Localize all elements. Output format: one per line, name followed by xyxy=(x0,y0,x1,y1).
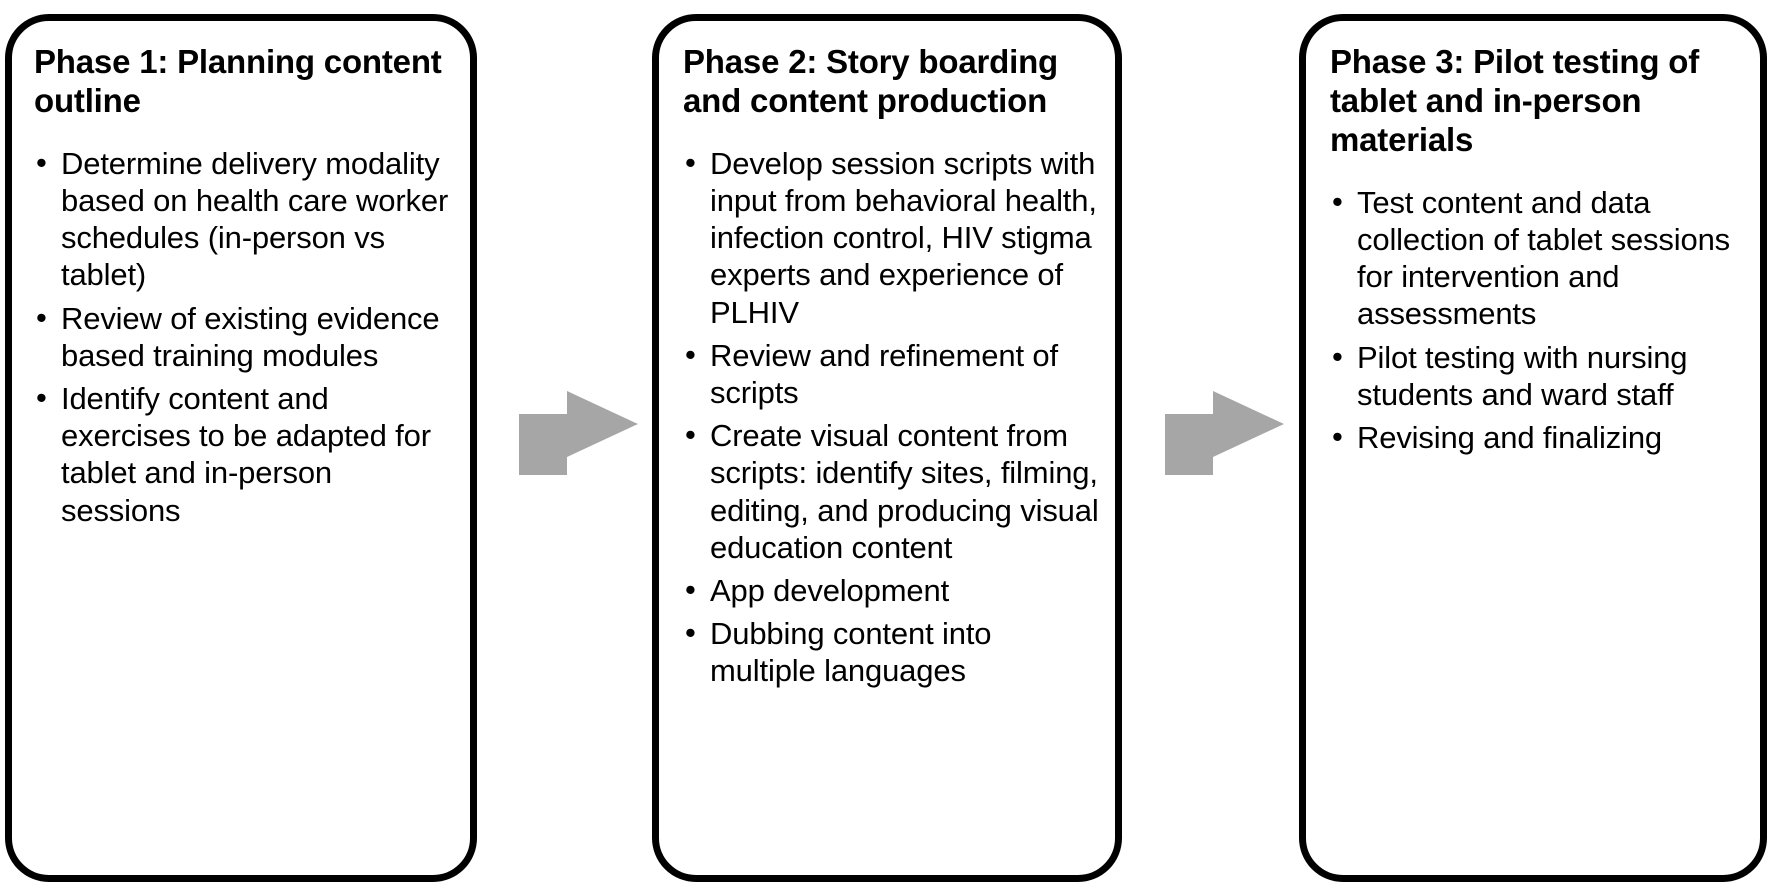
phase-2-bullet-3: Create visual content from scripts: iden… xyxy=(683,416,1101,566)
phase-1-bullet-3: Identify content and exercises to be ada… xyxy=(34,379,452,529)
phase-2-content: Phase 2: Story boarding and content prod… xyxy=(659,21,1115,706)
phase-2-title: Phase 2: Story boarding and content prod… xyxy=(683,43,1058,119)
phase-box-1: Phase 1: Planning content outline Determ… xyxy=(5,14,477,882)
phase-3-title: Phase 3: Pilot testing of tablet and in-… xyxy=(1330,43,1700,158)
phase-1-title: Phase 1: Planning content outline xyxy=(34,43,442,119)
phase-1-bullet-1: Determine delivery modality based on hea… xyxy=(34,144,452,294)
phase-2-bullet-1: Develop session scripts with input from … xyxy=(683,144,1101,331)
phase-2-bullet-2: Review and refinement of scripts xyxy=(683,336,1101,411)
arrow-right-icon-phase1-to-phase2 xyxy=(512,365,640,483)
phase-box-2: Phase 2: Story boarding and content prod… xyxy=(652,14,1122,882)
arrow-right-icon-phase2-to-phase3 xyxy=(1158,365,1286,483)
arrow-right-glyph xyxy=(1165,391,1284,475)
phase-2-bullet-4: App development xyxy=(683,571,1101,609)
phase-1-bullet-2: Review of existing evidence based traini… xyxy=(34,299,452,374)
phase-1-content: Phase 1: Planning content outline Determ… xyxy=(12,21,470,545)
phase-2-bullet-5: Dubbing content into multiple languages xyxy=(683,614,1101,689)
phase-3-content: Phase 3: Pilot testing of tablet and in-… xyxy=(1306,21,1760,472)
phase-3-bullet-1: Test content and data collection of tabl… xyxy=(1330,183,1746,333)
phase-2-bullet-list: Develop session scripts with input from … xyxy=(683,144,1101,690)
arrow-right-glyph xyxy=(519,391,638,475)
phase-1-bullet-list: Determine delivery modality based on hea… xyxy=(34,144,452,529)
phase-box-3: Phase 3: Pilot testing of tablet and in-… xyxy=(1299,14,1767,882)
phase-3-bullet-list: Test content and data collection of tabl… xyxy=(1330,183,1746,456)
phase-3-bullet-2: Pilot testing with nursing students and … xyxy=(1330,338,1746,413)
phase-3-bullet-3: Revising and finalizing xyxy=(1330,418,1746,456)
